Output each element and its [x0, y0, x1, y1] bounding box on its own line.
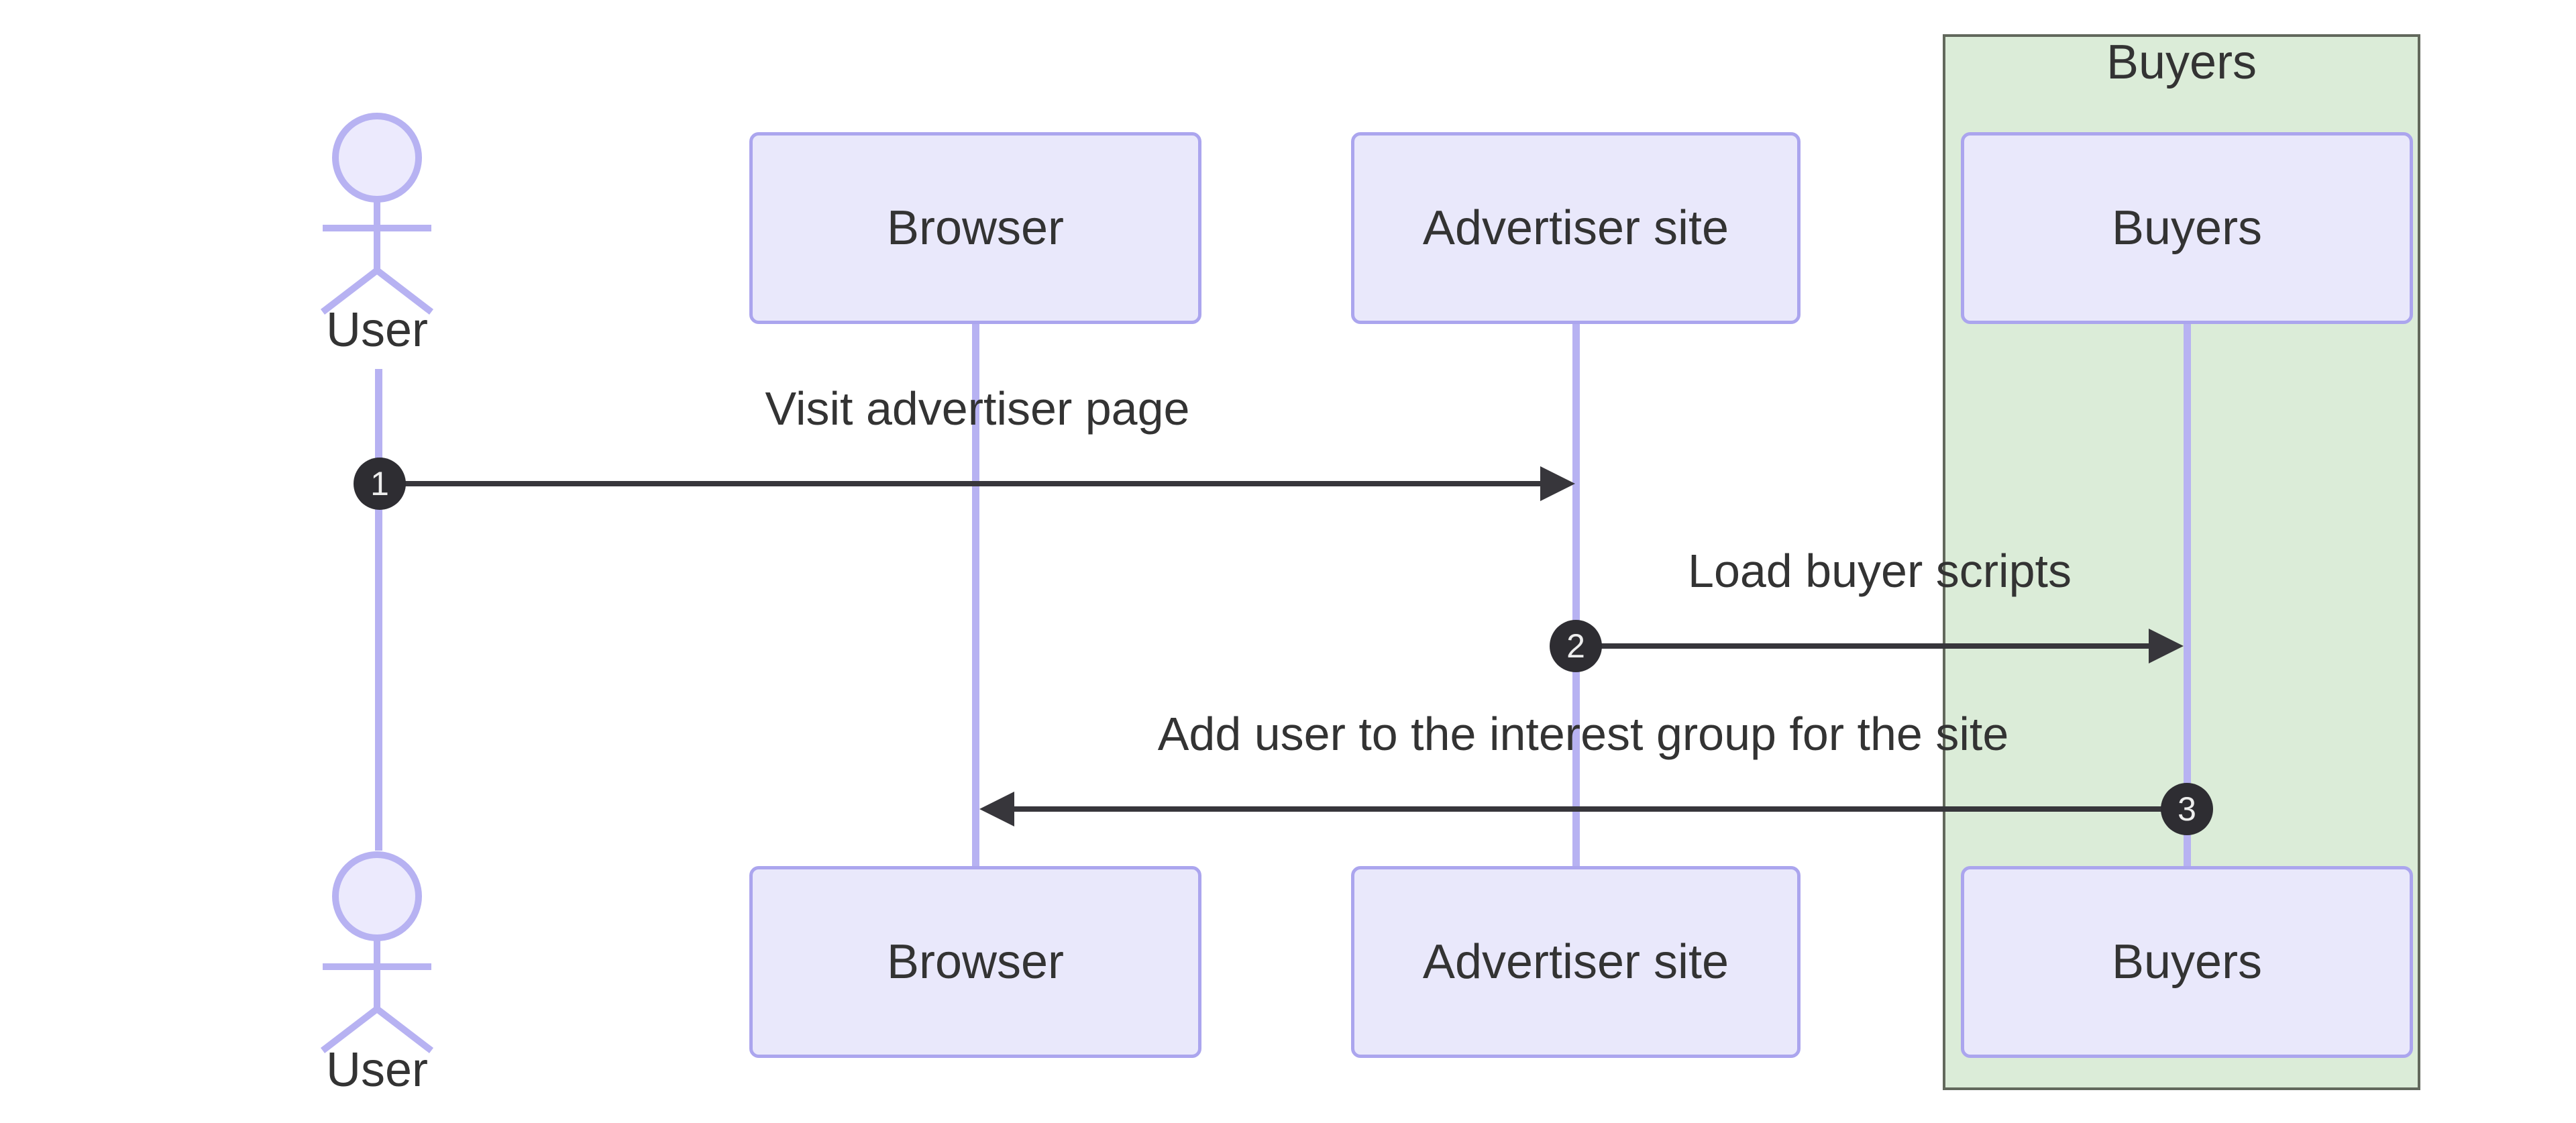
participant-box-browser-bottom: Browser	[749, 866, 1201, 1058]
buyers-group-title: Buyers	[2106, 36, 2257, 89]
message-3-sequence-number: 3	[2178, 790, 2196, 828]
lifeline-browser	[972, 324, 979, 866]
message-2-sequence-number: 2	[1566, 627, 1585, 665]
participant-label-browser-top: Browser	[886, 201, 1065, 255]
user-actor-icon	[320, 851, 434, 1053]
message-3-line	[1014, 806, 2187, 812]
lifeline-advertiser	[1572, 324, 1580, 866]
participant-box-buyers-top: Buyers	[1961, 132, 2413, 324]
message-2-sequence-badge: 2	[1550, 620, 1602, 672]
participant-box-buyers-bottom: Buyers	[1961, 866, 2413, 1058]
message-3-arrowhead-icon	[979, 792, 1014, 826]
message-3-sequence-badge: 3	[2161, 783, 2213, 835]
actor-label-user-top: User	[325, 303, 428, 357]
message-2-label: Load buyer scripts	[1688, 545, 2072, 597]
message-1-sequence-badge: 1	[354, 458, 406, 510]
actor-label-user-bottom: User	[325, 1043, 428, 1097]
participant-label-buyers-top: Buyers	[2111, 201, 2263, 255]
message-1-label: Visit advertiser page	[765, 382, 1190, 435]
message-3-label: Add user to the interest group for the s…	[1157, 708, 2009, 760]
participant-box-advertiser-top: Advertiser site	[1351, 132, 1801, 324]
message-1-sequence-number: 1	[370, 465, 389, 502]
message-1-arrowhead-icon	[1540, 466, 1575, 501]
lifeline-buyers	[2184, 324, 2191, 866]
participant-label-browser-bottom: Browser	[886, 935, 1065, 989]
participant-box-advertiser-bottom: Advertiser site	[1351, 866, 1801, 1058]
message-1-line	[380, 481, 1542, 486]
participant-label-advertiser-bottom: Advertiser site	[1422, 935, 1729, 989]
lifeline-user	[375, 369, 382, 851]
participant-box-browser-top: Browser	[749, 132, 1201, 324]
participant-label-buyers-bottom: Buyers	[2111, 935, 2263, 989]
participant-label-advertiser-top: Advertiser site	[1422, 201, 1729, 255]
message-2-arrowhead-icon	[2149, 629, 2184, 663]
user-actor-icon	[320, 113, 434, 315]
message-2-line	[1576, 643, 2149, 649]
